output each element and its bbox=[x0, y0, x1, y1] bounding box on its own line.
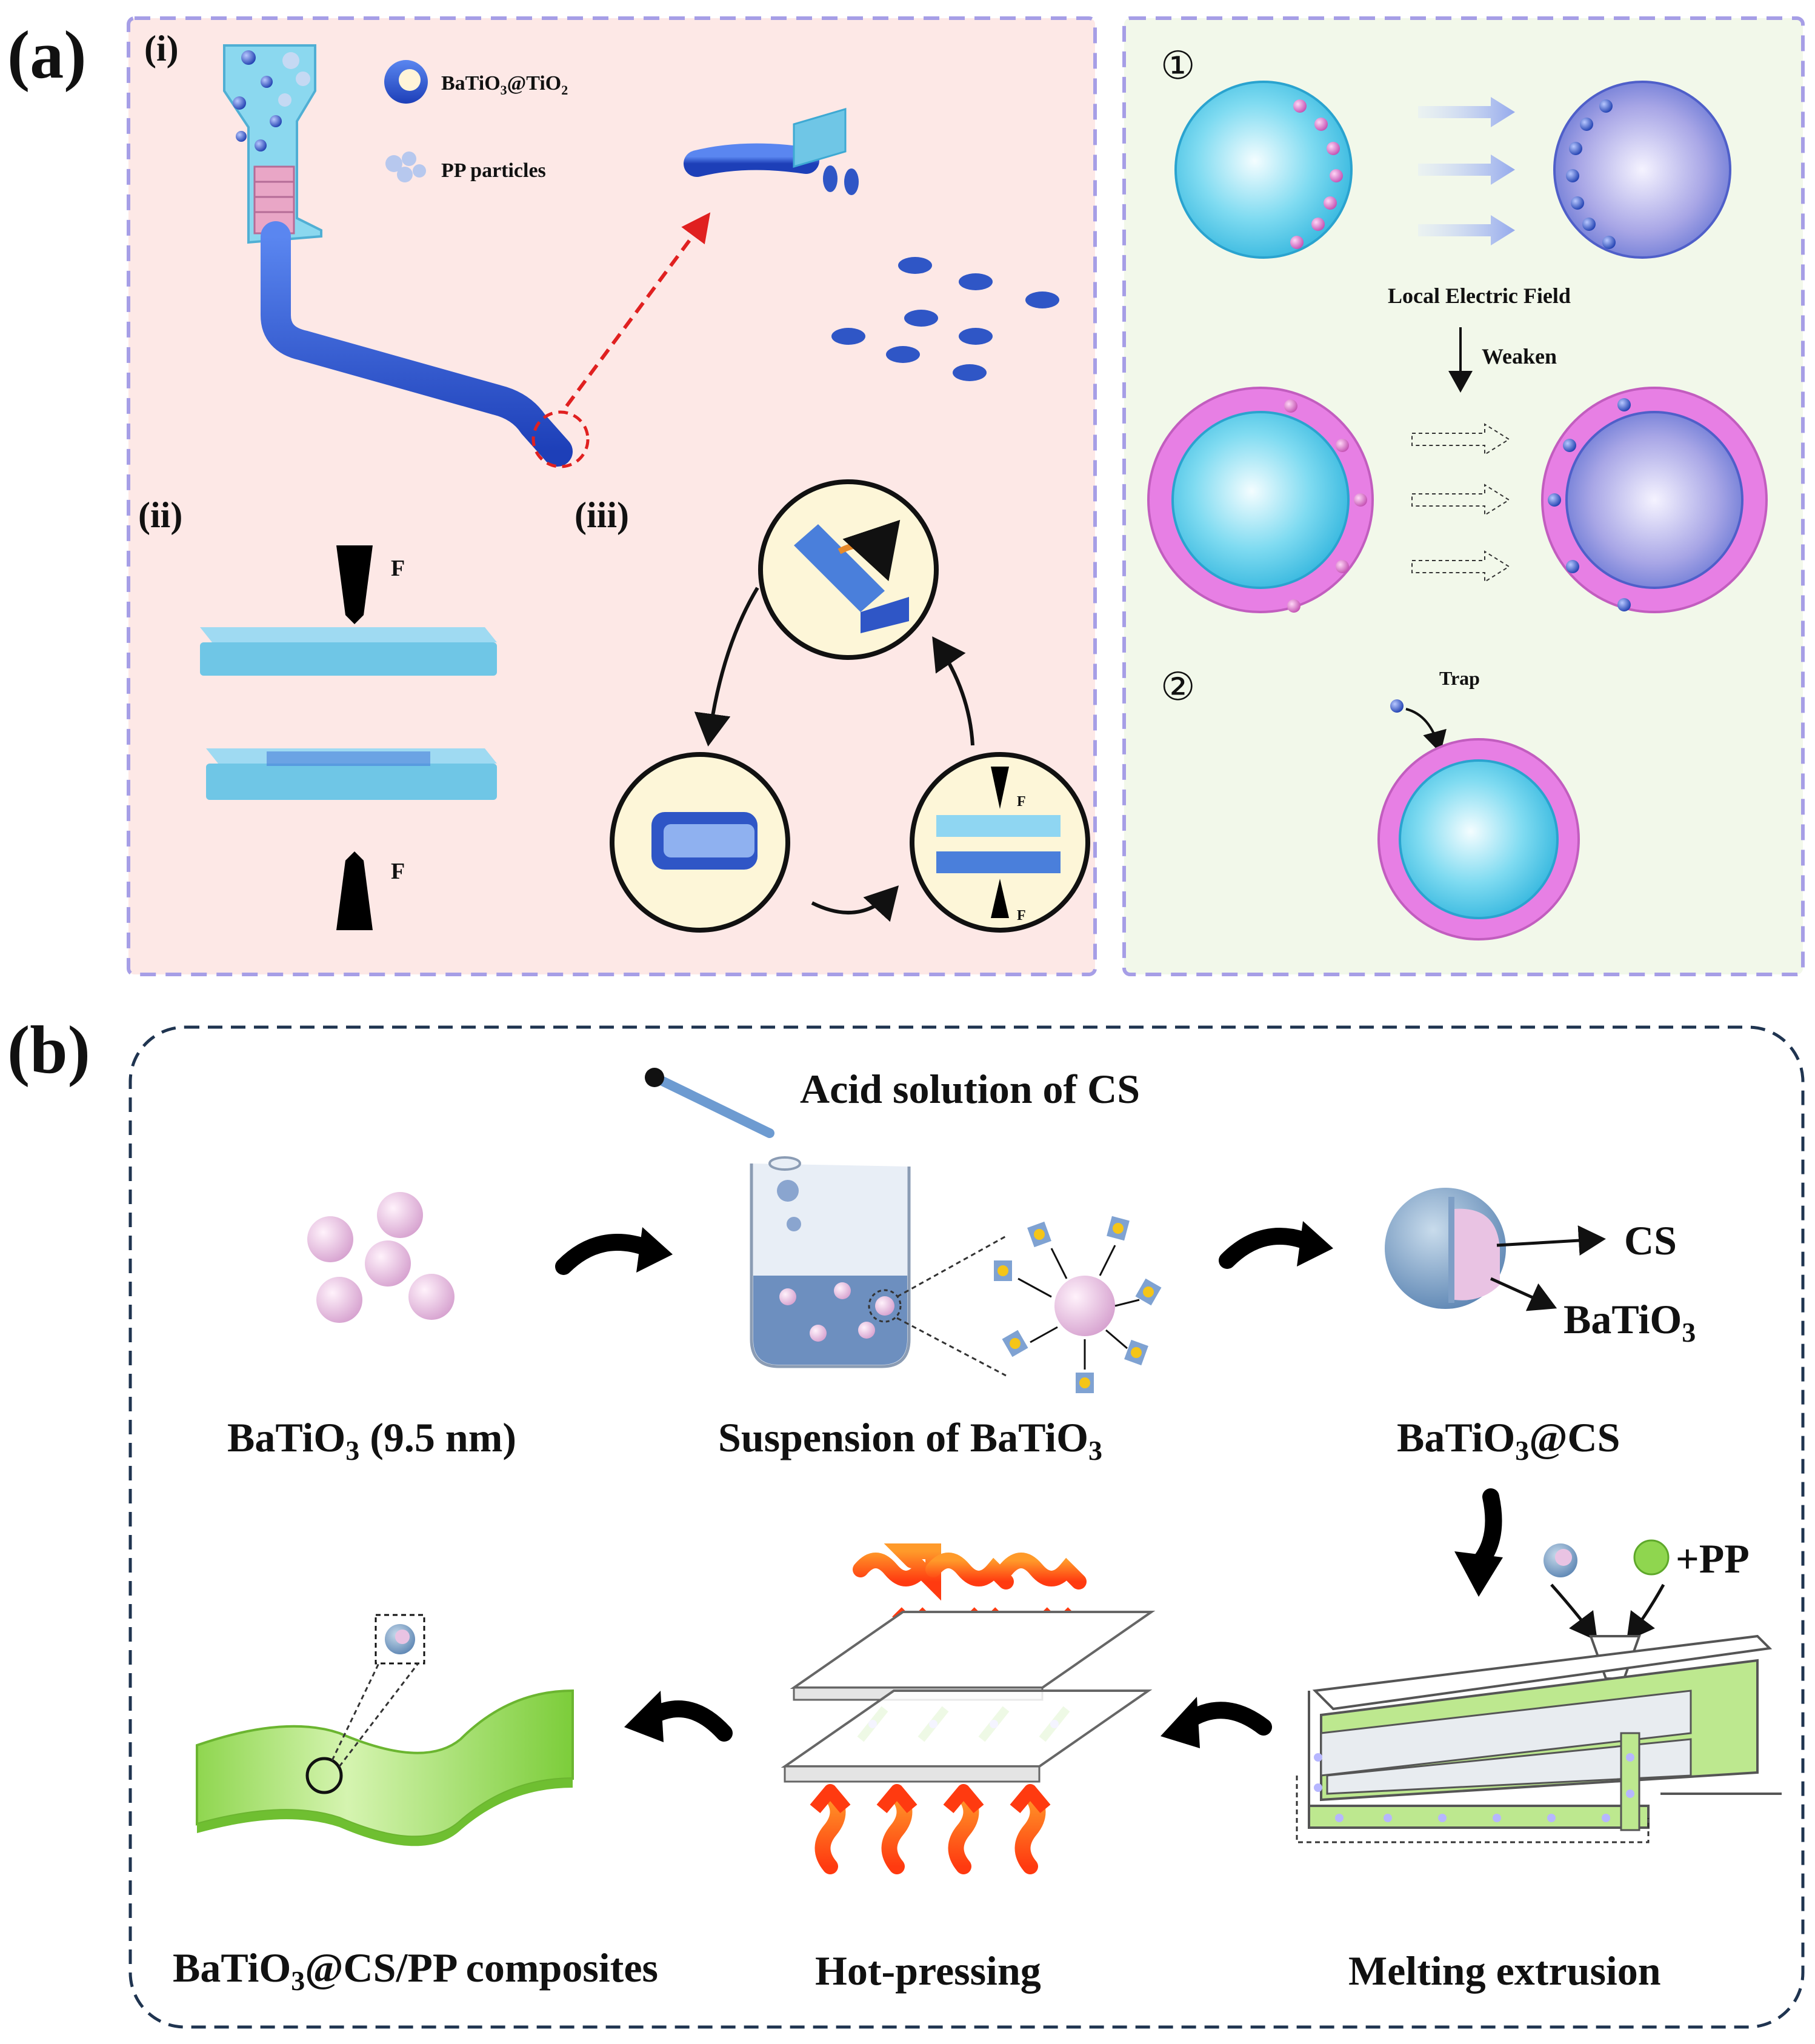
force-label-cycle-bottom: F bbox=[1017, 908, 1026, 924]
extruded-filament bbox=[261, 221, 573, 467]
particle-no-shell-left bbox=[1174, 81, 1353, 259]
weaken-label: Weaken bbox=[1482, 344, 1557, 368]
heat-waves-bottom bbox=[810, 1784, 1051, 1874]
force-label-bottom: F bbox=[391, 859, 405, 884]
panel-a-left-box bbox=[127, 16, 1097, 976]
flow-arrow-5 bbox=[646, 1700, 733, 1742]
particle-shell-right bbox=[1541, 387, 1768, 613]
composite-caption: BaTiO3@CS/PP composites bbox=[173, 1945, 658, 1996]
extruder-hopper bbox=[223, 44, 322, 244]
zoom-circle bbox=[531, 410, 590, 468]
flow-arrow-4 bbox=[1179, 1702, 1272, 1736]
batio3-caption: BaTiO3 (9.5 nm) bbox=[227, 1414, 516, 1466]
panel-b-box bbox=[128, 1025, 1805, 2029]
core-label: BaTiO3 bbox=[1564, 1296, 1696, 1348]
pp-label: +PP bbox=[1676, 1536, 1750, 1582]
force-arrow-up bbox=[336, 851, 373, 930]
force-label-cycle-top: F bbox=[1017, 794, 1026, 810]
force-arrow-down bbox=[336, 545, 373, 624]
beaker bbox=[750, 1156, 911, 1368]
batio3-particles bbox=[307, 1192, 455, 1323]
zoom-arrow bbox=[565, 212, 711, 407]
flow-arrow-2 bbox=[1219, 1228, 1317, 1269]
flow-arrow-3 bbox=[1470, 1488, 1502, 1572]
batio3-pointer bbox=[1490, 1277, 1557, 1311]
sub-label-iii: (iii) bbox=[574, 495, 629, 535]
suspension-caption: Suspension of BaTiO3 bbox=[718, 1414, 1102, 1466]
pipette bbox=[645, 1068, 774, 1138]
pellets bbox=[831, 257, 1059, 381]
press-plates bbox=[781, 1611, 1156, 1783]
cycle-folded-circle bbox=[610, 752, 790, 933]
trap-arrow bbox=[1405, 708, 1447, 753]
particle-no-shell-right bbox=[1553, 81, 1731, 259]
cs-label: CS bbox=[1624, 1217, 1677, 1263]
composite-film bbox=[196, 1614, 574, 1846]
trap-label: Trap bbox=[1439, 667, 1480, 689]
field-arrows-weak bbox=[1411, 423, 1510, 583]
particle-trap bbox=[1377, 738, 1580, 940]
acid-solution-label: Acid solution of CS bbox=[800, 1066, 1140, 1112]
step-2-marker: ② bbox=[1161, 665, 1195, 710]
legend-pp-particles: PP particles bbox=[385, 151, 546, 182]
cut-pellet bbox=[684, 107, 859, 195]
twin-screw-extruder bbox=[1296, 1634, 1782, 1843]
svg-text:BaTiO3@TiO2: BaTiO3@TiO2 bbox=[441, 72, 568, 98]
field-arrows-strong bbox=[1418, 97, 1515, 245]
trapped-electron bbox=[1390, 699, 1404, 713]
cs-pointer bbox=[1496, 1225, 1606, 1256]
step-1-marker: ① bbox=[1161, 44, 1195, 88]
pp-pellet bbox=[1633, 1539, 1670, 1576]
press-top-plate bbox=[200, 627, 497, 676]
particle-shell-left bbox=[1147, 387, 1374, 613]
hot-pressing-caption: Hot-pressing bbox=[815, 1948, 1041, 1994]
svg-text:PP particles: PP particles bbox=[441, 159, 546, 182]
melting-caption: Melting extrusion bbox=[1348, 1948, 1661, 1994]
flow-arrow-1 bbox=[555, 1234, 657, 1275]
legend-coreshell: BaTiO3@TiO2 bbox=[384, 60, 568, 104]
coated-particle bbox=[1385, 1188, 1506, 1309]
panel-b-label: (b) bbox=[7, 1013, 90, 1088]
coated-caption: BaTiO3@CS bbox=[1397, 1414, 1620, 1466]
cycle-press-circle: F F bbox=[910, 752, 1090, 933]
cycle-fold-circle bbox=[758, 479, 939, 660]
local-electric-field-label: Local Electric Field bbox=[1388, 284, 1571, 308]
cycle-arrow-3 bbox=[932, 636, 974, 746]
cycle-arrow-2 bbox=[811, 885, 899, 922]
sub-label-i: (i) bbox=[144, 28, 179, 68]
cs-adsorption bbox=[994, 1216, 1162, 1393]
press-bottom-plate bbox=[206, 748, 497, 800]
sub-label-ii: (ii) bbox=[138, 495, 182, 535]
force-label-top: F bbox=[391, 556, 405, 581]
cycle-arrow-1 bbox=[694, 587, 759, 747]
panel-a-label: (a) bbox=[7, 18, 87, 93]
